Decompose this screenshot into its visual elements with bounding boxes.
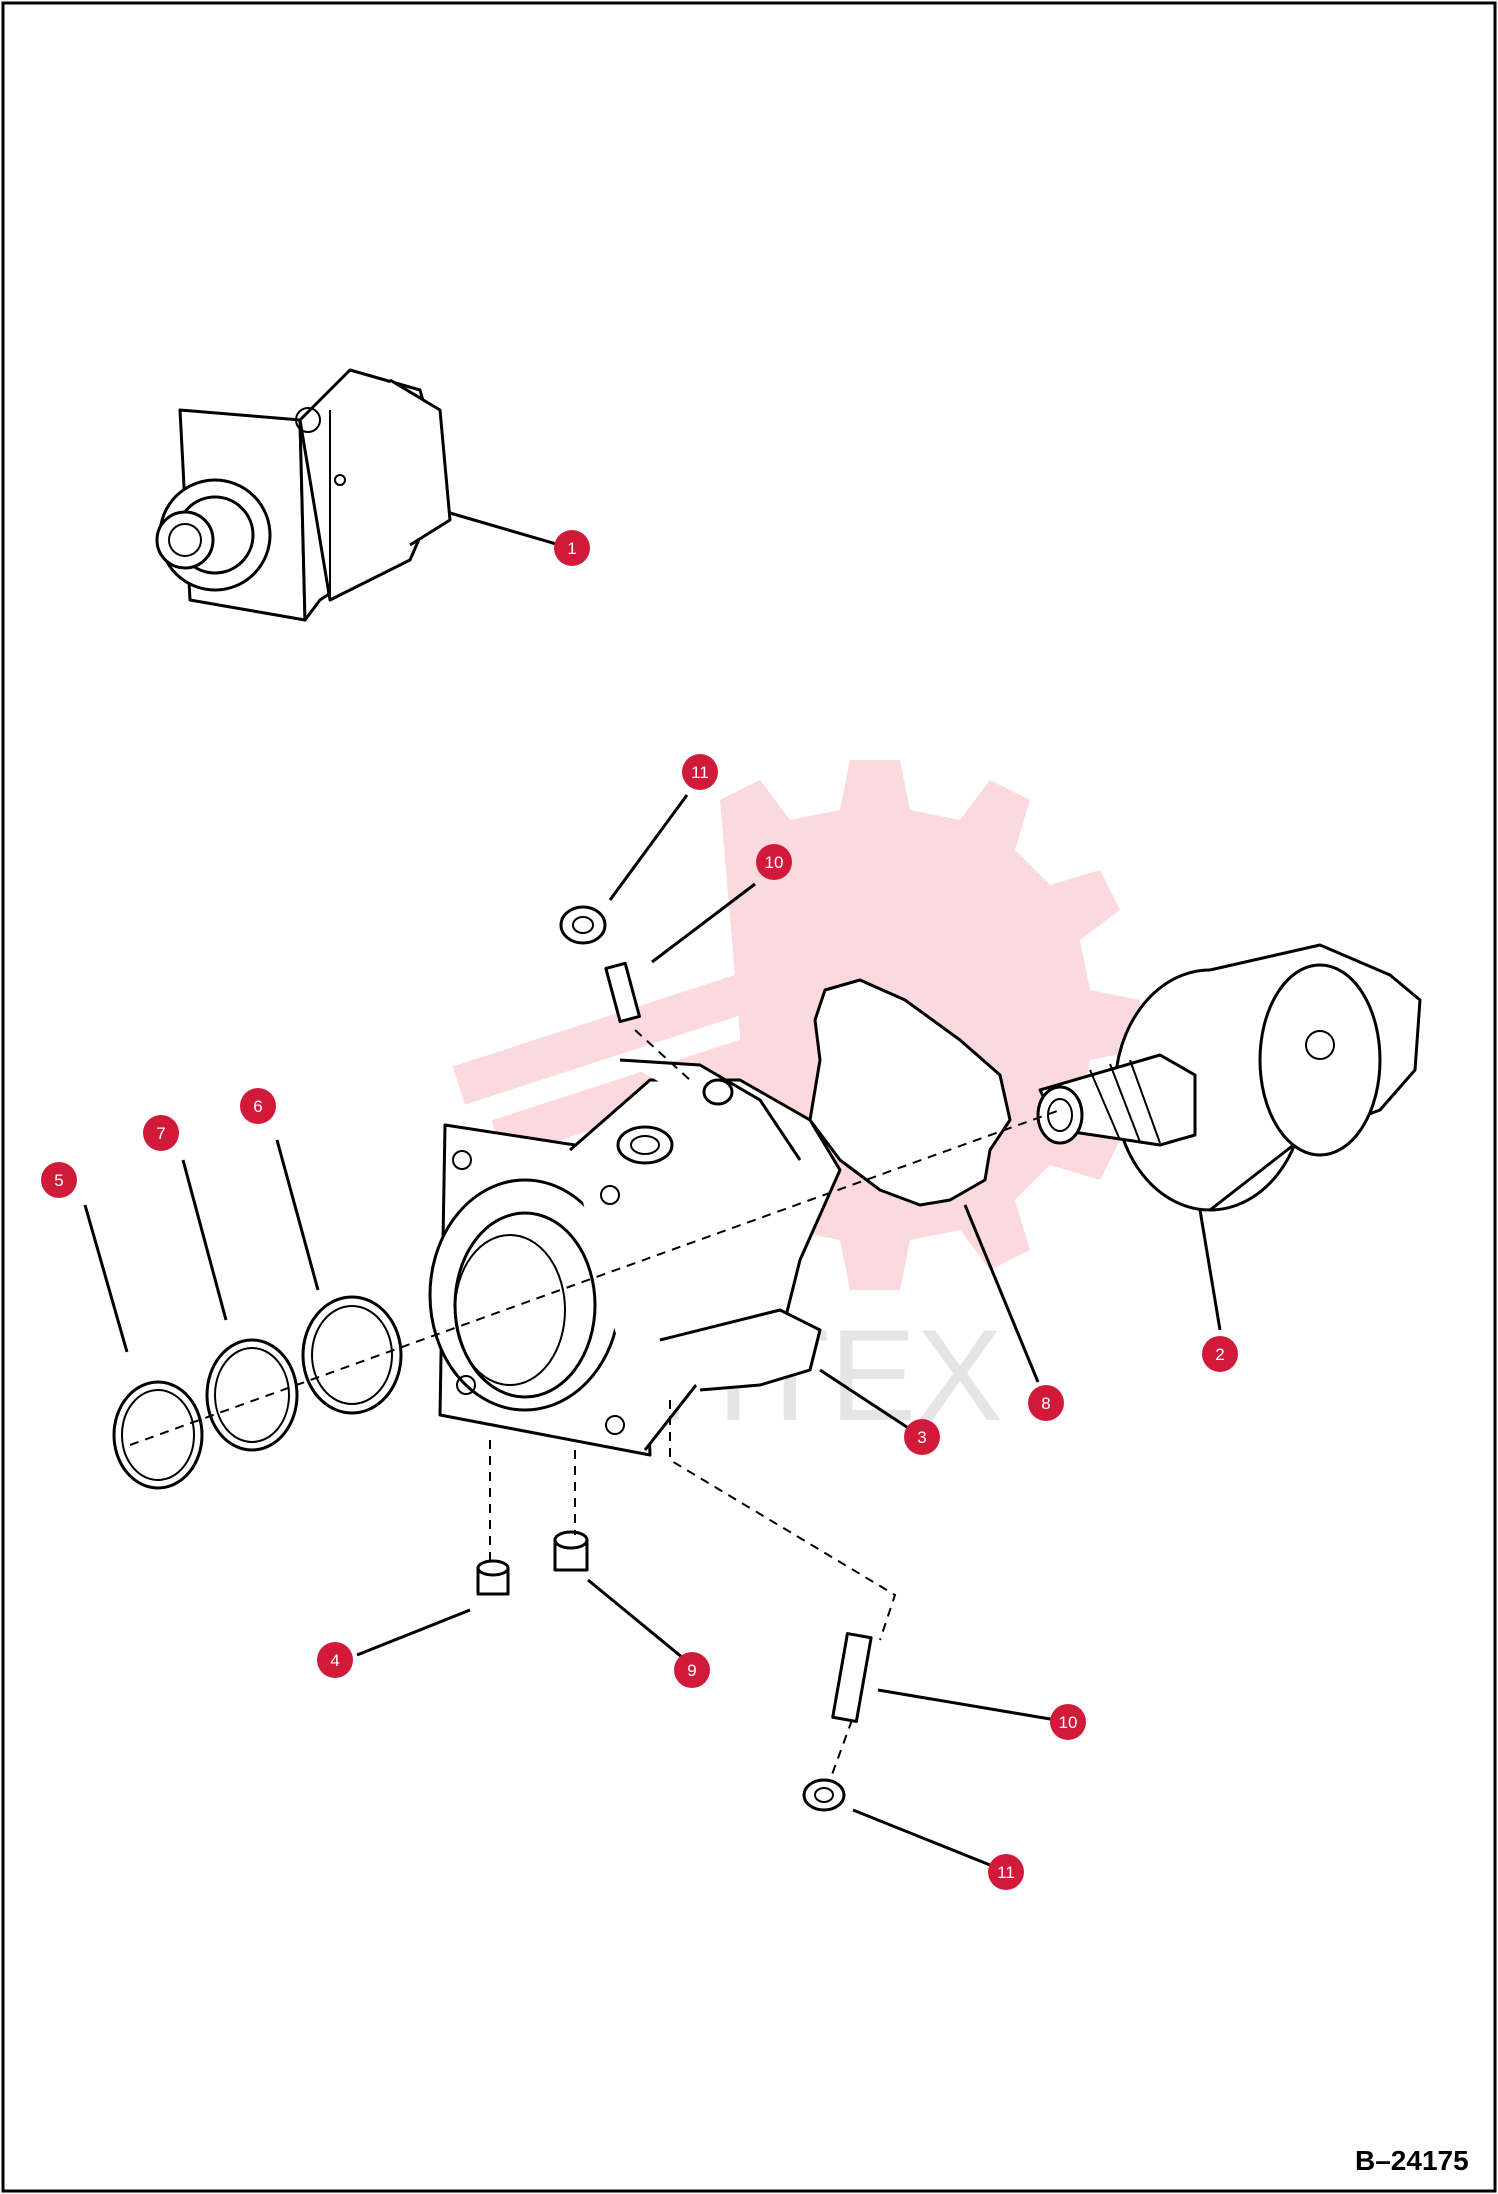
nut-lower bbox=[802, 1778, 846, 1812]
leader-8 bbox=[963, 1204, 1040, 1383]
svg-text:9: 9 bbox=[687, 1661, 696, 1680]
callout-1[interactable]: 1 bbox=[554, 530, 590, 566]
nut-upper bbox=[559, 905, 607, 945]
pin-upper bbox=[604, 961, 641, 1024]
leader-7 bbox=[181, 1159, 228, 1321]
svg-text:8: 8 bbox=[1041, 1394, 1050, 1413]
leader-11-upper bbox=[608, 794, 689, 901]
callout-5[interactable]: 5 bbox=[41, 1162, 77, 1198]
svg-text:2: 2 bbox=[1215, 1345, 1224, 1364]
callout-2[interactable]: 2 bbox=[1202, 1336, 1238, 1372]
leader-2 bbox=[1198, 1209, 1222, 1331]
backup-ring bbox=[205, 1338, 299, 1452]
callout-11-lower[interactable]: 11 bbox=[988, 1854, 1024, 1890]
leader-9 bbox=[587, 1578, 684, 1660]
svg-text:3: 3 bbox=[917, 1428, 926, 1447]
callout-4[interactable]: 4 bbox=[317, 1642, 353, 1678]
leader-3 bbox=[819, 1368, 923, 1439]
drawing-reference-number: B–24175 bbox=[1355, 2145, 1469, 2176]
svg-text:5: 5 bbox=[54, 1171, 63, 1190]
plug-4 bbox=[476, 1559, 510, 1596]
svg-text:11: 11 bbox=[691, 763, 709, 782]
assembled-motor bbox=[155, 368, 452, 622]
svg-text:10: 10 bbox=[1059, 1713, 1078, 1732]
plug-9 bbox=[553, 1530, 589, 1572]
dash-pin-upper bbox=[634, 1029, 691, 1081]
gasket bbox=[808, 978, 1012, 1207]
callout-6[interactable]: 6 bbox=[240, 1088, 276, 1124]
callout-11-upper[interactable]: 11 bbox=[682, 754, 718, 790]
rotating-group bbox=[1036, 943, 1422, 1212]
callout-7[interactable]: 7 bbox=[143, 1115, 179, 1151]
retaining-ring bbox=[112, 1380, 204, 1490]
svg-text:6: 6 bbox=[253, 1097, 262, 1116]
pin-lower bbox=[831, 1632, 873, 1723]
leader-1 bbox=[449, 511, 571, 550]
dash-nut-lower bbox=[829, 1719, 853, 1781]
axis-line bbox=[129, 1109, 1061, 1446]
leader-10-lower bbox=[877, 1688, 1063, 1723]
callout-10-upper[interactable]: 10 bbox=[756, 844, 792, 880]
callout-3[interactable]: 3 bbox=[904, 1419, 940, 1455]
callout-9[interactable]: 9 bbox=[674, 1652, 710, 1688]
svg-text:1: 1 bbox=[567, 539, 576, 558]
svg-text:11: 11 bbox=[997, 1863, 1015, 1882]
leader-10-upper bbox=[651, 882, 756, 964]
leader-11-lower bbox=[852, 1808, 991, 1867]
seal-ring bbox=[301, 1295, 403, 1415]
callout-8[interactable]: 8 bbox=[1028, 1385, 1064, 1421]
svg-text:10: 10 bbox=[765, 853, 784, 872]
leader-5 bbox=[83, 1204, 129, 1353]
leader-4 bbox=[356, 1608, 471, 1657]
callout-10-lower[interactable]: 10 bbox=[1050, 1704, 1086, 1740]
leader-6 bbox=[275, 1139, 320, 1291]
svg-text:4: 4 bbox=[330, 1651, 339, 1670]
svg-text:7: 7 bbox=[156, 1124, 165, 1143]
housing bbox=[428, 1058, 842, 1457]
